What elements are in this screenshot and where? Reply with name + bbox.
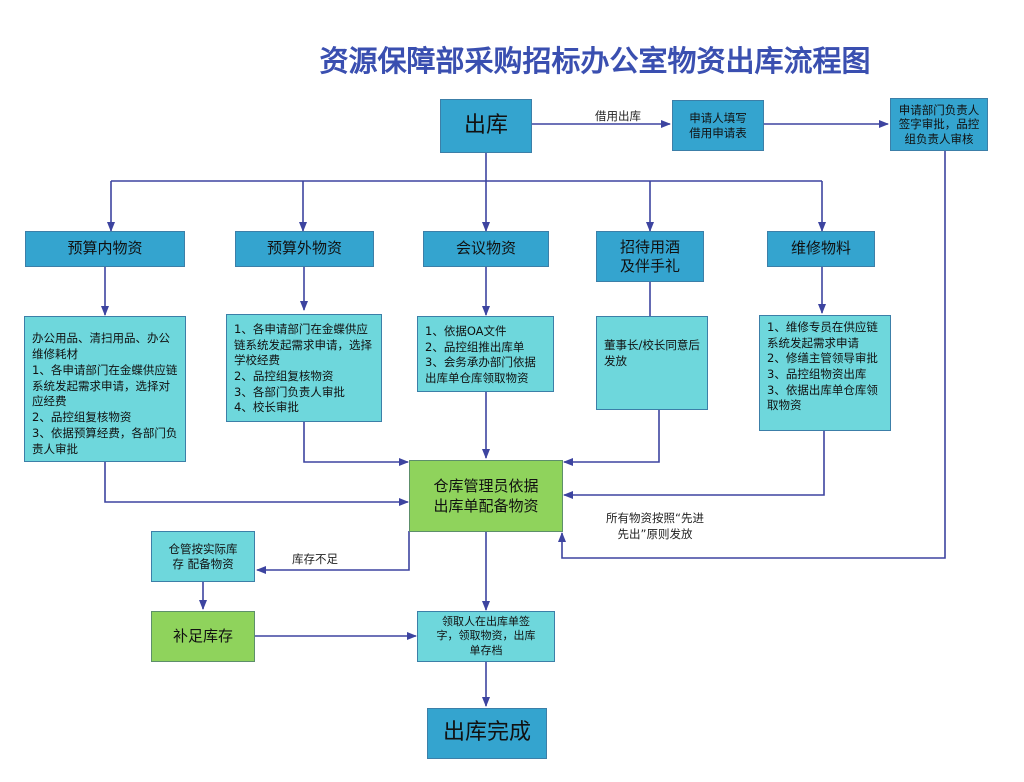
- node-hospitality-detail[interactable]: 董事长/校长同意后发放: [596, 316, 708, 410]
- node-out-budget-detail-label: 1、各申请部门在金蝶供应链系统发起需求申请，选择学校经费 2、品控组复核物资 3…: [234, 322, 372, 415]
- node-maintenance-detail[interactable]: 1、维修专员在供应链系统发起需求申请 2、修缮主管领导审批 3、品控组物资出库 …: [759, 315, 891, 431]
- node-meeting[interactable]: 会议物资: [423, 231, 549, 267]
- node-borrow-form[interactable]: 申请人填写 借用申请表: [672, 100, 764, 151]
- node-hospitality-detail-label: 董事长/校长同意后发放: [604, 338, 700, 369]
- node-in-budget-label: 预算内物资: [67, 239, 143, 258]
- node-in-budget[interactable]: 预算内物资: [25, 231, 185, 267]
- edge-label-fifo: 所有物资按照“先进 先出”原则发放: [606, 511, 704, 542]
- node-sign-receive[interactable]: 领取人在出库单签 字，领取物资，出库 单存档: [417, 611, 555, 662]
- node-in-budget-detail-label: 办公用品、清扫用品、办公维修耗材 1、各申请部门在金蝶供应链系统发起需求申请，选…: [32, 331, 178, 457]
- node-hospitality-label: 招待用酒 及伴手礼: [619, 237, 680, 275]
- node-out-budget-detail[interactable]: 1、各申请部门在金蝶供应链系统发起需求申请，选择学校经费 2、品控组复核物资 3…: [226, 314, 382, 422]
- page-title: 资源保障部采购招标办公室物资出库流程图: [319, 44, 871, 78]
- edge-dept-approval-to-warehouse: [558, 151, 946, 559]
- node-warehouse[interactable]: 仓库管理员依据 出库单配备物资: [409, 460, 563, 532]
- node-maintenance-detail-label: 1、维修专员在供应链系统发起需求申请 2、修缮主管领导审批 3、品控组物资出库 …: [767, 320, 878, 413]
- node-maintenance-label: 维修物料: [790, 239, 851, 258]
- node-in-budget-detail[interactable]: 办公用品、清扫用品、办公维修耗材 1、各申请部门在金蝶供应链系统发起需求申请，选…: [24, 316, 186, 462]
- node-done-label: 出库完成: [442, 720, 531, 746]
- node-start[interactable]: 出库: [440, 99, 532, 153]
- node-dept-approval[interactable]: 申请部门负责人 签字审批，品控 组负责人审核: [890, 98, 988, 151]
- node-maintenance[interactable]: 维修物料: [767, 231, 875, 267]
- node-warehouse-label: 仓库管理员依据 出库单配备物资: [433, 476, 539, 515]
- node-stock-prepare-label: 仓管按实际库 存 配备物资: [168, 541, 238, 571]
- node-replenish[interactable]: 补足库存: [151, 611, 255, 662]
- node-meeting-detail-label: 1、依据OA文件 2、品控组推出库单 3、会务承办部门依据出库单仓库领取物资: [425, 324, 536, 385]
- node-meeting-label: 会议物资: [455, 239, 516, 258]
- node-hospitality[interactable]: 招待用酒 及伴手礼: [596, 231, 704, 282]
- edge-hospitality-detail-to-warehouse: [563, 410, 660, 466]
- edge-out-budget-detail-to-warehouse: [303, 422, 409, 466]
- node-meeting-detail[interactable]: 1、依据OA文件 2、品控组推出库单 3、会务承办部门依据出库单仓库领取物资: [417, 316, 554, 392]
- edge-maintenance-detail-to-warehouse: [563, 430, 825, 499]
- node-dept-approval-label: 申请部门负责人 签字审批，品控 组负责人审核: [898, 102, 980, 146]
- edge-label-shortage: 库存不足: [292, 552, 338, 566]
- node-borrow-form-label: 申请人填写 借用申请表: [689, 110, 747, 140]
- node-out-budget[interactable]: 预算外物资: [235, 231, 374, 267]
- node-stock-prepare[interactable]: 仓管按实际库 存 配备物资: [151, 531, 255, 582]
- node-done[interactable]: 出库完成: [427, 708, 547, 759]
- node-start-label: 出库: [463, 112, 508, 138]
- edge-warehouse-to-stock-prepare: [256, 531, 410, 574]
- node-out-budget-label: 预算外物资: [266, 239, 342, 258]
- node-sign-receive-label: 领取人在出库单签 字，领取物资，出库 单存档: [436, 615, 536, 657]
- edge-label-borrow: 借用出库: [595, 109, 641, 123]
- edge-in-budget-detail-to-warehouse: [104, 462, 409, 506]
- node-replenish-label: 补足库存: [172, 626, 233, 645]
